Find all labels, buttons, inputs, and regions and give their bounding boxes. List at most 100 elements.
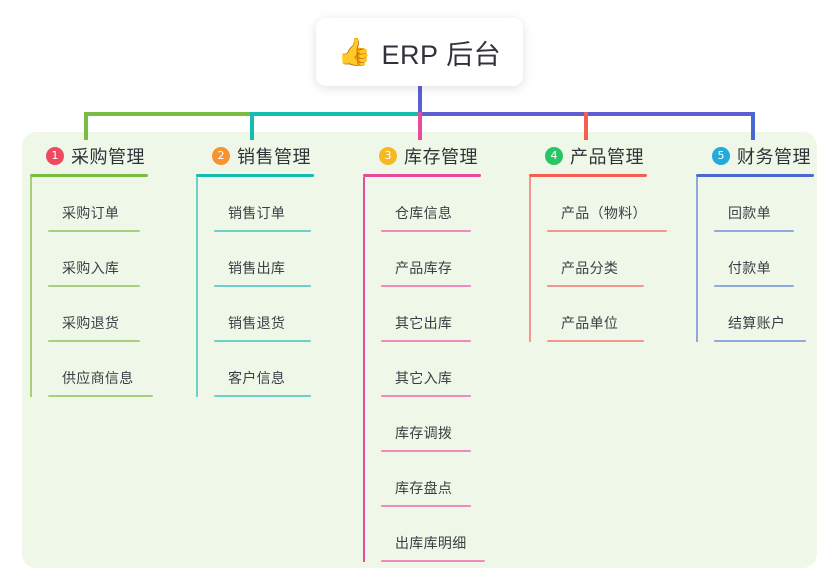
branch-rule-2 bbox=[196, 174, 314, 177]
leaf-rule bbox=[381, 395, 471, 397]
branch-spine-4 bbox=[529, 177, 531, 342]
list-item[interactable]: 销售订单 bbox=[214, 177, 314, 232]
leaf-rule bbox=[381, 560, 485, 562]
list-item[interactable]: 其它出库 bbox=[381, 287, 481, 342]
list-item[interactable]: 付款单 bbox=[714, 232, 814, 287]
list-item[interactable]: 采购退货 bbox=[48, 287, 148, 342]
branch-column-3: 3 库存管理 仓库信息 产品库存 其它出库 其它入库 库存调拨 bbox=[363, 143, 485, 562]
leaf-rule bbox=[381, 450, 471, 452]
leaf-label: 销售出库 bbox=[228, 260, 286, 276]
leaf-label: 库存盘点 bbox=[395, 480, 453, 496]
leaf-rule bbox=[381, 505, 471, 507]
leaf-rule bbox=[48, 285, 140, 287]
list-item[interactable]: 回款单 bbox=[714, 177, 814, 232]
branch-column-2: 2 销售管理 销售订单 销售出库 销售退货 客户信息 bbox=[196, 143, 314, 397]
list-item[interactable]: 销售出库 bbox=[214, 232, 314, 287]
list-item[interactable]: 结算账户 bbox=[714, 287, 814, 342]
list-item[interactable]: 库存盘点 bbox=[381, 452, 481, 507]
leaf-label: 出库库明细 bbox=[395, 535, 467, 551]
branch-leaves-3: 仓库信息 产品库存 其它出库 其它入库 库存调拨 库存盘点 bbox=[363, 177, 485, 562]
list-item[interactable]: 产品单位 bbox=[547, 287, 647, 342]
branch-badge-5: 5 bbox=[712, 147, 730, 165]
leaf-label: 销售订单 bbox=[228, 205, 286, 221]
list-item[interactable]: 其它入库 bbox=[381, 342, 481, 397]
list-item[interactable]: 供应商信息 bbox=[48, 342, 153, 397]
leaf-rule bbox=[381, 285, 471, 287]
leaf-rule bbox=[381, 230, 471, 232]
list-item[interactable]: 客户信息 bbox=[214, 342, 314, 397]
branch-column-4: 4 产品管理 产品（物料） 产品分类 产品单位 bbox=[529, 143, 667, 342]
branch-spine-1 bbox=[30, 177, 32, 397]
branch-title-3: 库存管理 bbox=[404, 147, 478, 167]
leaf-label: 结算账户 bbox=[728, 315, 786, 331]
list-item[interactable]: 采购入库 bbox=[48, 232, 148, 287]
leaf-label: 采购退货 bbox=[62, 315, 120, 331]
leaf-label: 其它出库 bbox=[395, 315, 453, 331]
leaf-label: 销售退货 bbox=[228, 315, 286, 331]
leaf-label: 采购订单 bbox=[62, 205, 120, 221]
thumbs-up-icon: 👍 bbox=[337, 36, 372, 68]
branch-header-1[interactable]: 1 采购管理 bbox=[30, 143, 148, 169]
branch-header-4[interactable]: 4 产品管理 bbox=[529, 143, 647, 169]
branch-badge-4: 4 bbox=[545, 147, 563, 165]
branch-title-2: 销售管理 bbox=[237, 147, 311, 167]
leaf-label: 付款单 bbox=[728, 260, 771, 276]
branch-title-1: 采购管理 bbox=[71, 147, 145, 167]
list-item[interactable]: 库存调拨 bbox=[381, 397, 481, 452]
branch-badge-2: 2 bbox=[212, 147, 230, 165]
leaf-label: 其它入库 bbox=[395, 370, 453, 386]
branch-rule-1 bbox=[30, 174, 148, 177]
list-item[interactable]: 产品分类 bbox=[547, 232, 647, 287]
leaf-rule bbox=[714, 340, 806, 342]
leaf-rule bbox=[381, 340, 471, 342]
branch-leaves-5: 回款单 付款单 结算账户 bbox=[696, 177, 814, 342]
root-node[interactable]: 👍 ERP 后台 bbox=[316, 18, 523, 86]
branch-column-1: 1 采购管理 采购订单 采购入库 采购退货 供应商信息 bbox=[30, 143, 153, 397]
leaf-label: 采购入库 bbox=[62, 260, 120, 276]
list-item[interactable]: 出库库明细 bbox=[381, 507, 485, 562]
branch-spine-5 bbox=[696, 177, 698, 342]
leaf-rule bbox=[714, 230, 794, 232]
leaf-rule bbox=[214, 285, 311, 287]
leaf-label: 库存调拨 bbox=[395, 425, 453, 441]
branch-rule-4 bbox=[529, 174, 647, 177]
branch-header-2[interactable]: 2 销售管理 bbox=[196, 143, 314, 169]
leaf-rule bbox=[214, 340, 311, 342]
leaf-rule bbox=[214, 395, 311, 397]
list-item[interactable]: 产品库存 bbox=[381, 232, 481, 287]
branch-leaves-1: 采购订单 采购入库 采购退货 供应商信息 bbox=[30, 177, 153, 397]
leaf-label: 产品单位 bbox=[561, 315, 619, 331]
leaf-label: 产品库存 bbox=[395, 260, 453, 276]
leaf-rule bbox=[48, 395, 153, 397]
leaf-label: 产品（物料） bbox=[561, 205, 647, 221]
leaf-rule bbox=[48, 340, 140, 342]
list-item[interactable]: 产品（物料） bbox=[547, 177, 667, 232]
leaf-rule bbox=[547, 285, 644, 287]
branch-column-5: 5 财务管理 回款单 付款单 结算账户 bbox=[696, 143, 814, 342]
branch-header-5[interactable]: 5 财务管理 bbox=[696, 143, 814, 169]
list-item[interactable]: 采购订单 bbox=[48, 177, 148, 232]
leaf-label: 客户信息 bbox=[228, 370, 286, 386]
diagram-panel bbox=[22, 132, 817, 568]
leaf-rule bbox=[48, 230, 140, 232]
branch-title-5: 财务管理 bbox=[737, 147, 811, 167]
branch-badge-3: 3 bbox=[379, 147, 397, 165]
leaf-label: 回款单 bbox=[728, 205, 771, 221]
branch-leaves-4: 产品（物料） 产品分类 产品单位 bbox=[529, 177, 667, 342]
leaf-label: 供应商信息 bbox=[62, 370, 134, 386]
leaf-label: 产品分类 bbox=[561, 260, 619, 276]
leaf-rule bbox=[547, 230, 667, 232]
branch-title-4: 产品管理 bbox=[570, 147, 644, 167]
branch-badge-1: 1 bbox=[46, 147, 64, 165]
branch-spine-3 bbox=[363, 177, 365, 562]
leaf-rule bbox=[547, 340, 644, 342]
leaf-label: 仓库信息 bbox=[395, 205, 453, 221]
branch-rule-5 bbox=[696, 174, 814, 177]
branch-leaves-2: 销售订单 销售出库 销售退货 客户信息 bbox=[196, 177, 314, 397]
branch-header-3[interactable]: 3 库存管理 bbox=[363, 143, 481, 169]
list-item[interactable]: 仓库信息 bbox=[381, 177, 481, 232]
list-item[interactable]: 销售退货 bbox=[214, 287, 314, 342]
leaf-rule bbox=[714, 285, 794, 287]
